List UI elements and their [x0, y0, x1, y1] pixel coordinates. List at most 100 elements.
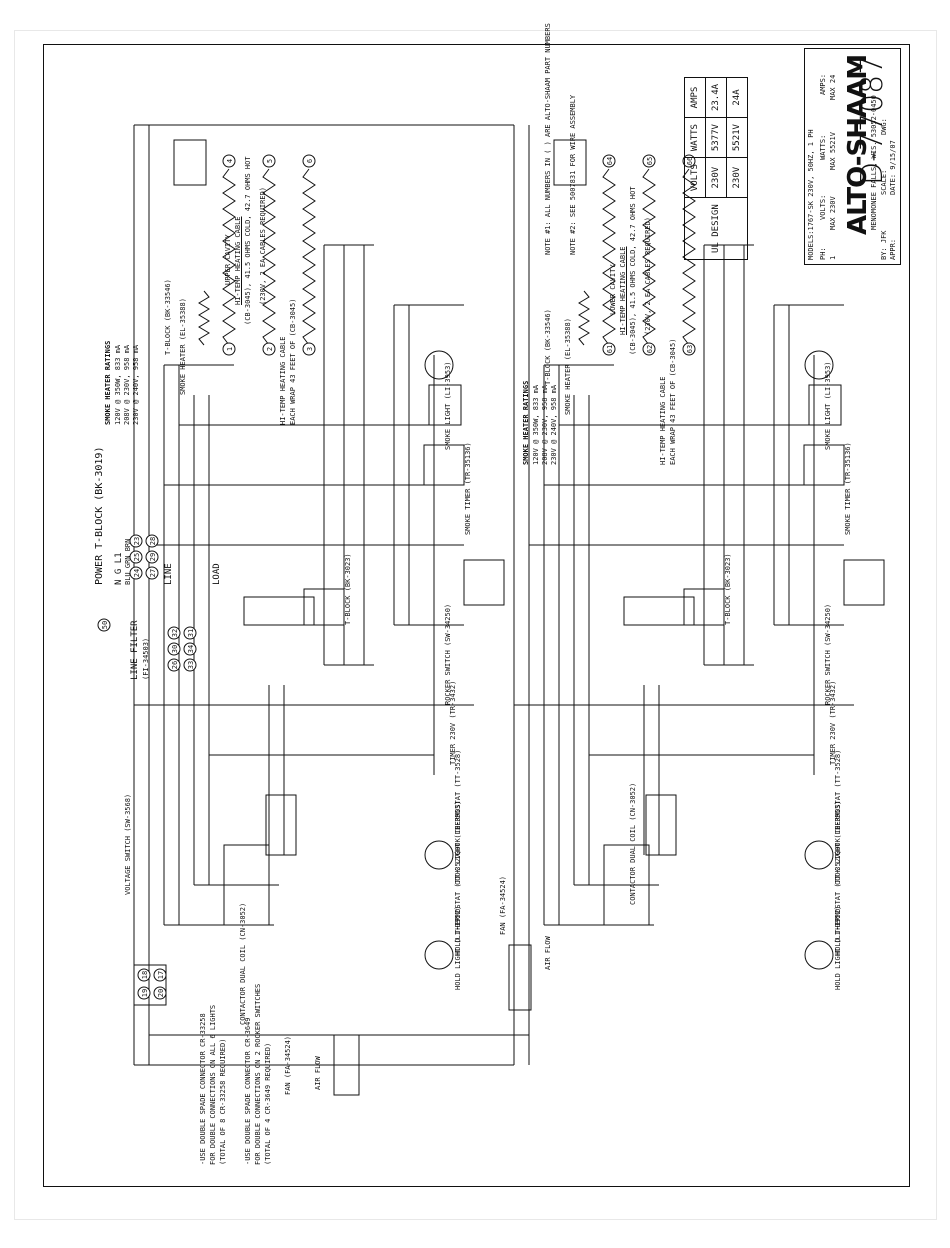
upper-smoke-rating-2: 208V @ 230V, 958 mA — [123, 344, 131, 425]
ul-row1-volts: 230V — [705, 157, 727, 198]
power-terminal: 29 — [145, 550, 159, 564]
heater-terminal: 4 — [222, 154, 236, 168]
voltage-switch-terminal: 19 — [137, 986, 151, 1000]
voltage-switch-label: VOLTAGE SWITCH (SW-3568) — [124, 793, 132, 895]
voltage-switch-terminal: 18 — [137, 968, 151, 982]
heater-terminal: 65 — [642, 154, 656, 168]
heater-terminal: 62 — [642, 342, 656, 356]
footnote-2c: (TOTAL OF 4 CR-3649 REQUIRED) — [264, 1042, 272, 1165]
svg-text:66: 66 — [686, 157, 694, 165]
lower-smoke-rating-3: 230V @ 240V, 958 mA — [550, 384, 558, 465]
load-label: LOAD — [212, 563, 222, 585]
lower-fan-label: FAN (FA-34524) — [499, 875, 507, 935]
lower-cavity-spec1: (CB-3045), 41.5 OHMS COLD, 42.7 OHMS HOT — [629, 186, 637, 355]
line-filter-pn: (FI-34503) — [142, 637, 150, 680]
upper-hold-light-label: HOLD LIGHT (LI-3952) — [454, 905, 462, 990]
line-filter-label: LINE FILTER — [130, 620, 140, 680]
svg-text:25: 25 — [133, 553, 141, 561]
svg-text:61: 61 — [606, 345, 614, 353]
svg-text:65: 65 — [646, 157, 654, 165]
ul-row1-watts: 5377V — [705, 117, 727, 158]
ul-row2-watts: 5521V — [726, 117, 748, 158]
svg-text:24: 24 — [133, 569, 141, 577]
ul-row2-amps: 24A — [726, 77, 748, 118]
power-terminal: 31 — [183, 626, 197, 640]
ul-header-amps: AMPS — [684, 77, 706, 118]
power-terminal: 32 — [167, 626, 181, 640]
power-terminal: 24 — [129, 566, 143, 580]
footnote-2a: -USE DOUBLE SPADE CONNECTOR CR-3649 — [244, 1017, 252, 1165]
svg-text:62: 62 — [646, 345, 654, 353]
upper-cavity-title: UPPER CAVITY — [224, 234, 232, 285]
voltage-switch-terminal: 17 — [153, 968, 167, 982]
footnote-2b: FOR DOUBLE CONNECTIONS ON 2 ROCKER SWITC… — [254, 983, 262, 1165]
lower-cable-label: HI-TEMP HEATING CABLE — [659, 376, 667, 465]
svg-text:27: 27 — [149, 569, 157, 577]
lower-smoke-rating-1: 120V @ 350W, 833 mA — [532, 384, 540, 465]
ph-label: PH: — [819, 247, 827, 260]
svg-text:23: 23 — [133, 537, 141, 545]
power-terminal: 34 — [183, 642, 197, 656]
watts-value: MAX 5521V — [829, 132, 837, 170]
svg-text:3: 3 — [306, 347, 314, 351]
svg-text:64: 64 — [606, 157, 614, 165]
volts-value: MAX 230V — [829, 196, 837, 230]
svg-text:33: 33 — [187, 661, 195, 669]
heater-terminal: 64 — [602, 154, 616, 168]
svg-text:32: 32 — [171, 629, 179, 637]
upper-smoke-ratings-title: SMOKE HEATER RATINGS — [104, 340, 112, 425]
svg-text:31: 31 — [187, 629, 195, 637]
power-terminal: 26 — [167, 658, 181, 672]
svg-text:30: 30 — [171, 645, 179, 653]
upper-cavity-cable: HI-TEMP HEATING CABLE — [234, 216, 242, 305]
power-terminal: 28 — [145, 534, 159, 548]
svg-text:5: 5 — [266, 159, 274, 163]
heater-terminal: 2 — [262, 342, 276, 356]
upper-cable-label: HI-TEMP HEATING CABLE — [279, 336, 287, 425]
by-label: BY: JFK — [880, 230, 888, 260]
svg-text:20: 20 — [157, 989, 165, 997]
svg-text:4: 4 — [226, 159, 234, 163]
note-1: NOTE #1: ALL NUMBERS IN ( ) ARE ALTO-SHA… — [544, 23, 552, 255]
line-label: LINE — [164, 563, 174, 585]
lower-smoke-ratings-title: SMOKE HEATER RATINGS — [522, 380, 530, 465]
svg-text:26: 26 — [171, 661, 179, 669]
footnote-1c: (TOTAL OF 8 CR-33258 REQUIRED) — [219, 1038, 227, 1165]
upper-airflow-label: AIR FLOW — [314, 1056, 322, 1090]
heater-terminal: 6 — [302, 154, 316, 168]
lower-smoke-timer-label: SMOKE TIMER (TR-35136) — [844, 442, 852, 535]
upper-smoke-rating-3: 230V @ 240V, 958 mA — [132, 344, 140, 425]
lower-hold-light-label: HOLD LIGHT (LI-3952) — [834, 905, 842, 990]
lower-cavity-title: LOWER CAVITY — [609, 264, 617, 315]
ul-row2-volts: 230V — [726, 157, 748, 198]
appr-label: APPR: — [889, 238, 897, 260]
drawing-border — [43, 44, 910, 1187]
ph-value: 1 — [829, 255, 837, 260]
models-line: MODELS:1767-SK 230V, 50HZ, 1 PH — [807, 129, 815, 260]
svg-text:63: 63 — [686, 345, 694, 353]
upper-contactor-label: CONTACTOR DUAL COIL (CN-3052) — [239, 902, 247, 1025]
svg-text:28: 28 — [149, 537, 157, 545]
upper-smoke-light-label: SMOKE LIGHT (LI-3953) — [444, 361, 452, 450]
footnote-1a: -USE DOUBLE SPADE CONNECTOR CR-33258 — [199, 1013, 207, 1165]
svg-text:19: 19 — [141, 989, 149, 997]
color-row-label: BLU GRN BRN — [124, 538, 132, 585]
svg-text:2: 2 — [266, 347, 274, 351]
heater-terminal: 3 — [302, 342, 316, 356]
watts-label: WATTS: — [819, 134, 827, 160]
drawing-number: D-77087 — [855, 55, 890, 185]
lower-airflow-label: AIR FLOW — [544, 936, 552, 970]
power-terminal: 33 — [183, 658, 197, 672]
lower-tblock-label: T-BLOCK (BK-33546) — [544, 309, 552, 385]
power-tblock-label: POWER T-BLOCK (BK-3019) — [94, 446, 105, 585]
amps-value: MAX 24 — [829, 74, 837, 100]
note-2: NOTE #2: SEE 5007831 FOR WIRE ASSEMBLY — [569, 94, 577, 255]
ul-header-volts: VOLTS — [684, 157, 706, 198]
upper-fan-label: FAN (FA-34524) — [284, 1035, 292, 1095]
heater-terminal: 63 — [682, 342, 696, 356]
lower-contactor-label: CONTACTOR DUAL COIL (CN-3052) — [629, 782, 637, 905]
svg-text:1: 1 — [226, 347, 234, 351]
svg-text:17: 17 — [157, 971, 165, 979]
lower-cavity-cable: HI-TEMP HEATING CABLE — [619, 246, 627, 335]
